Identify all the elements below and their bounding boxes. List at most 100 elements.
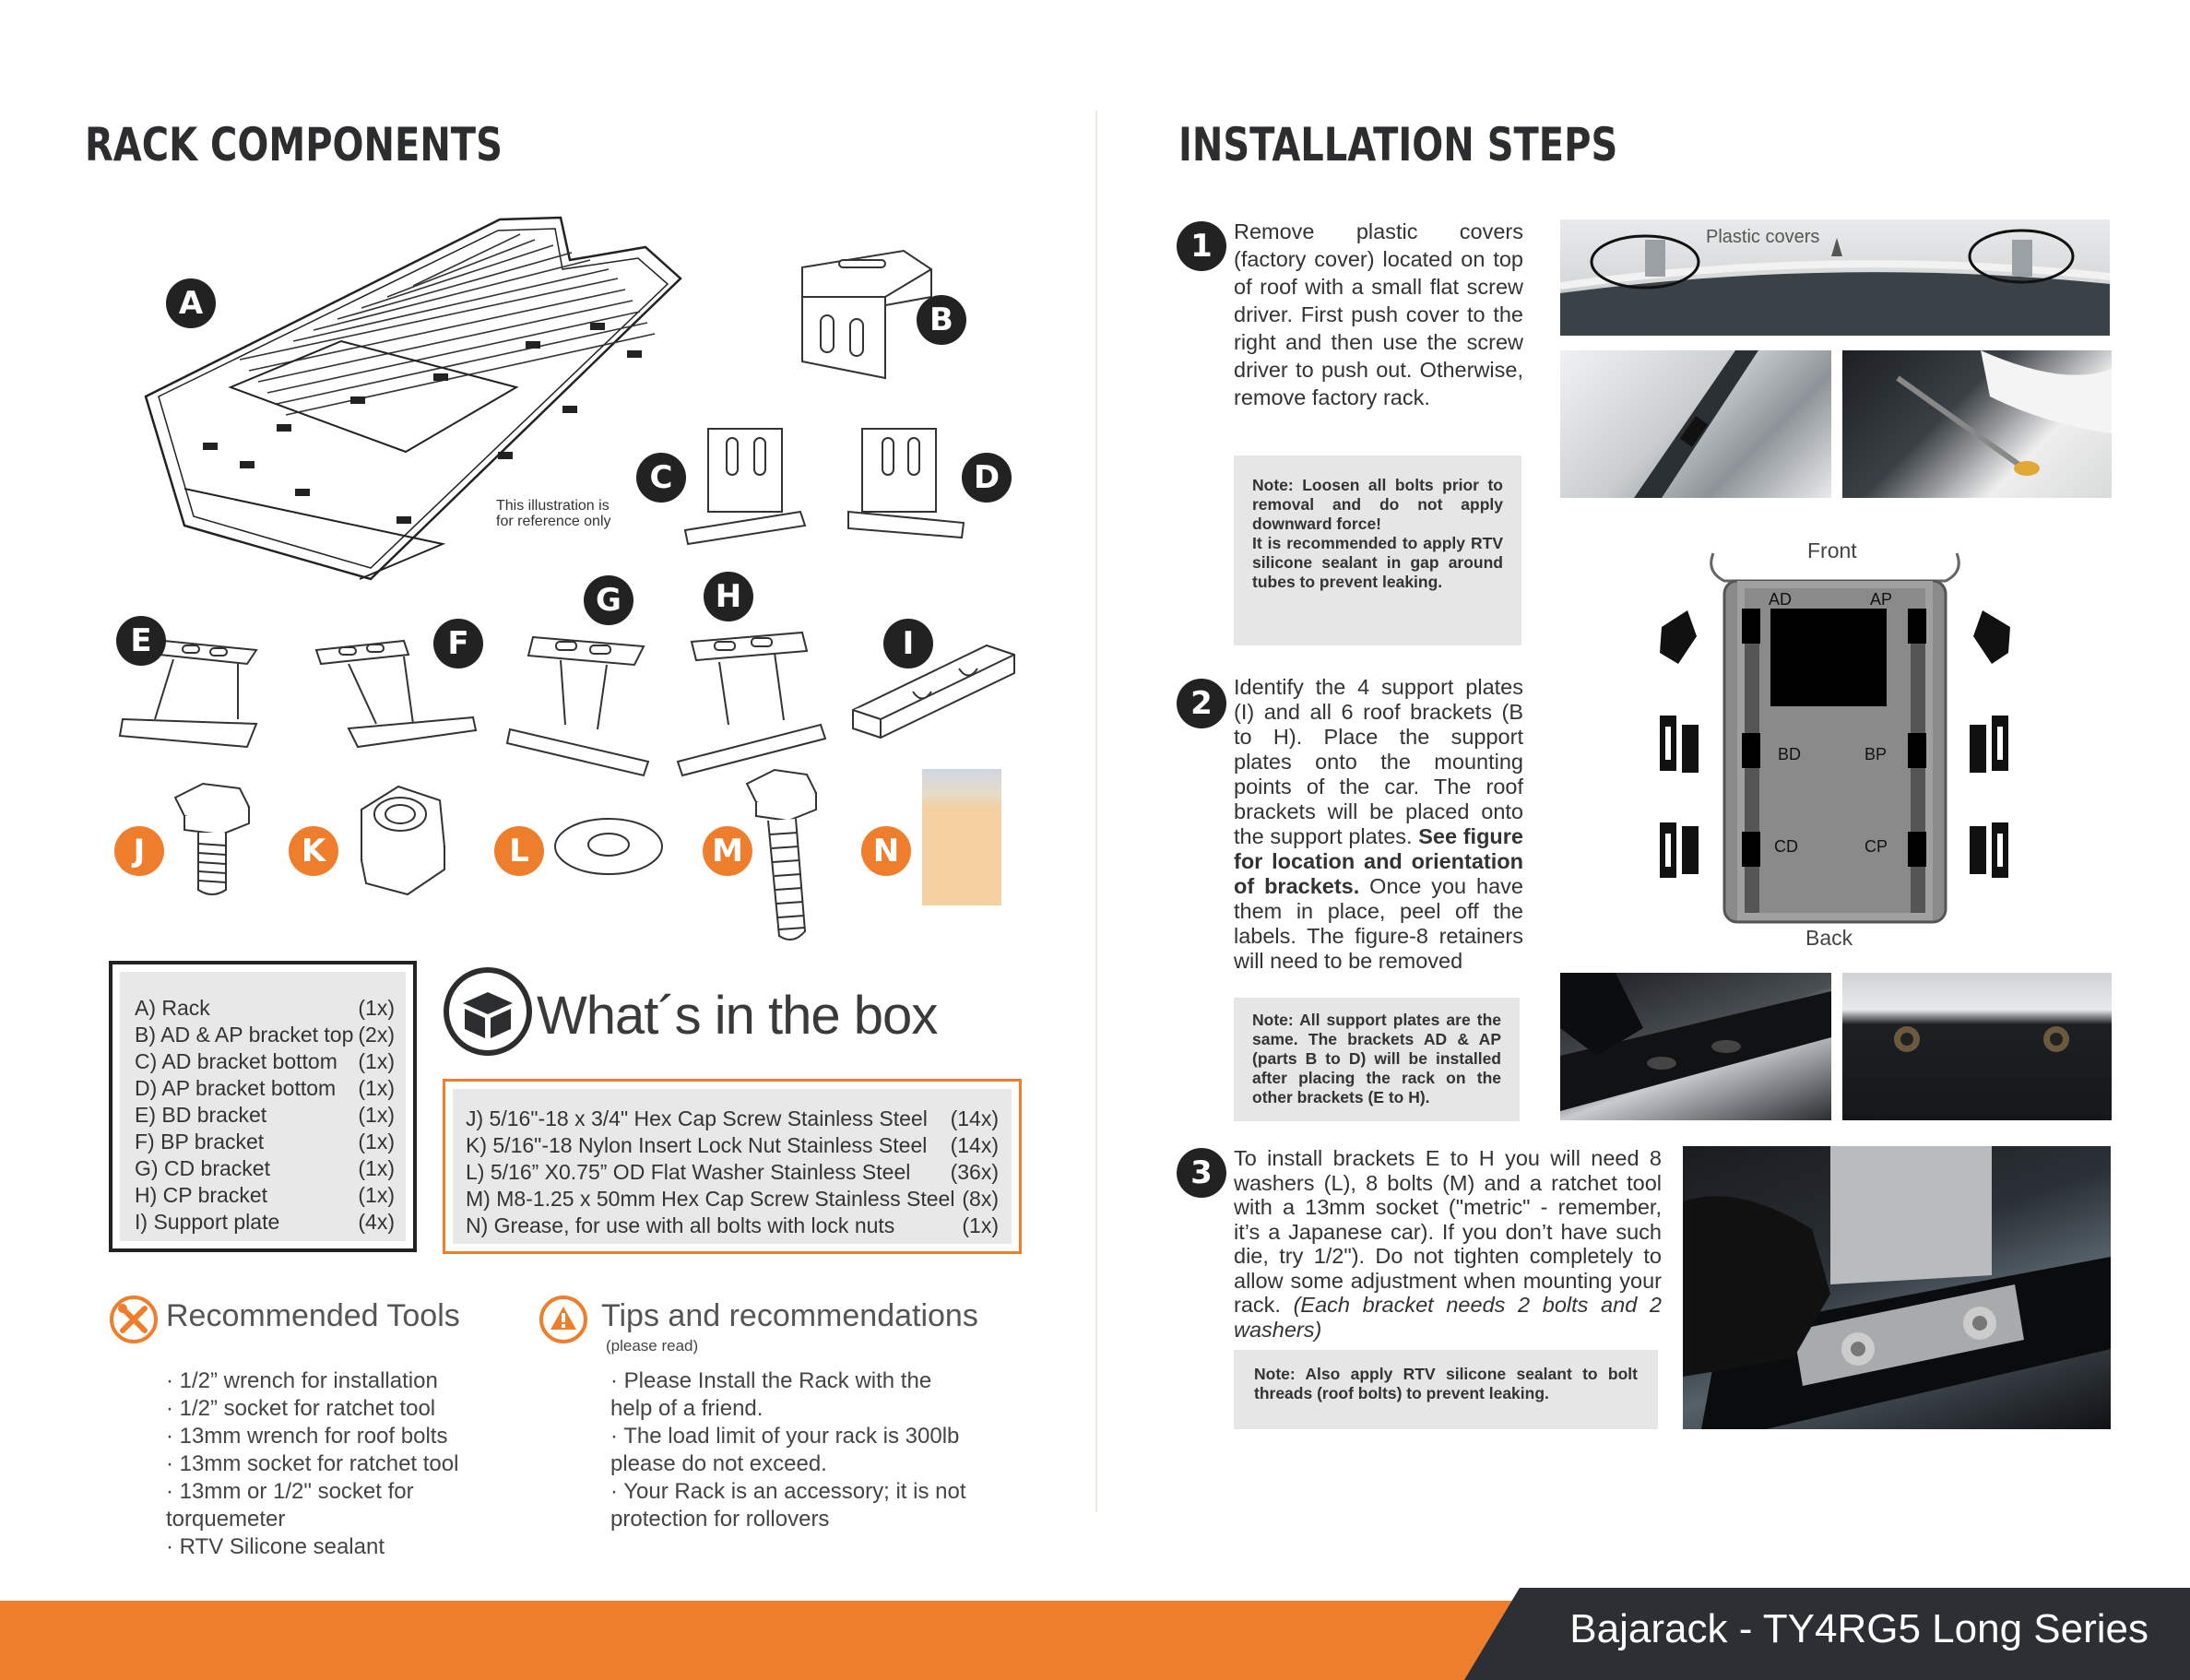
box-icon (444, 967, 532, 1056)
hardware-row: K) 5/16"-18 Nylon Insert Lock Nut Stainl… (466, 1133, 999, 1158)
bracket-b-illustration (801, 249, 932, 380)
step-1-note: Note: Loosen all bolts prior to removal … (1234, 455, 1521, 645)
footer-product-name: Bajarack - TY4RG5 Long Series (1569, 1606, 2149, 1651)
hardware-name: J) 5/16"-18 x 3/4" Hex Cap Screw Stainle… (466, 1106, 928, 1130)
bracket-h-illustration (676, 631, 827, 777)
footer-dark-panel (1464, 1588, 2190, 1680)
tools-list: · 1/2” wrench for installation · 1/2” so… (166, 1367, 498, 1561)
whats-in-the-box-title: What´s in the box (537, 986, 938, 1046)
component-name: A) Rack (135, 996, 210, 1020)
component-name: E) BD bracket (135, 1103, 267, 1127)
component-name: I) Support plate (135, 1210, 280, 1234)
diagram-back-label: Back (1805, 926, 1853, 950)
illustration-note-line1: This illustration is (496, 498, 610, 514)
component-qty: (1x) (358, 1156, 395, 1180)
tool-item: · 1/2” socket for ratchet tool (166, 1396, 436, 1421)
step-3-note: Note: Also apply RTV silicone sealant to… (1234, 1350, 1658, 1429)
hardware-row: N) Grease, for use with all bolts with l… (466, 1213, 999, 1238)
part-label-f: F (433, 619, 483, 668)
hardware-row: J) 5/16"-18 x 3/4" Hex Cap Screw Stainle… (466, 1106, 999, 1131)
bracket-g-illustration (505, 635, 650, 777)
support-plate-i-illustration (852, 644, 1015, 739)
bracket-e-illustration (118, 639, 258, 749)
component-row: D) AP bracket bottom(1x) (135, 1076, 395, 1101)
bracket-placement-diagram (1660, 552, 2010, 924)
step-3-badge: 3 (1177, 1148, 1226, 1198)
step-2-text: Identify the 4 support plates (I) and al… (1234, 675, 1523, 974)
component-name: D) AP bracket bottom (135, 1076, 337, 1100)
component-qty: (4x) (358, 1210, 395, 1234)
diagram-label-bd: BD (1778, 745, 1802, 763)
step-2-note-text: Note: All support plates are the same. T… (1252, 1011, 1501, 1106)
step-1-text: Remove plastic covers (factory cover) lo… (1234, 219, 1523, 409)
component-qty: (1x) (358, 1049, 395, 1073)
diagram-label-cp: CP (1864, 837, 1888, 856)
hardware-qty: (8x) (962, 1187, 999, 1211)
tips-list: · Please Install the Rack with the help … (610, 1367, 1007, 1533)
bracket-install-photo (1683, 1146, 2111, 1429)
tip-item: help of a friend. (610, 1396, 764, 1421)
component-name: G) CD bracket (135, 1156, 270, 1180)
part-label-h: H (704, 572, 753, 621)
component-row: C) AD bracket bottom(1x) (135, 1049, 395, 1074)
hardware-row: M) M8-1.25 x 50mm Hex Cap Screw Stainles… (466, 1187, 999, 1212)
cover-closeup-photo (1560, 350, 1831, 498)
hex-screw-j-illustration (173, 782, 251, 895)
tip-item: protection for rollovers (610, 1507, 830, 1532)
component-qty: (2x) (358, 1023, 395, 1047)
bracket-install-drawing (1683, 1146, 2111, 1429)
diagram-label-cd: CD (1774, 837, 1798, 856)
installation-steps-title: INSTALLATION STEPS (1178, 118, 1618, 172)
step-1-badge: 1 (1177, 221, 1226, 271)
warning-icon (539, 1295, 587, 1343)
rack-illustration (144, 216, 682, 581)
component-qty: (1x) (358, 996, 395, 1020)
tip-item: please do not exceed. (610, 1451, 827, 1476)
hardware-name: N) Grease, for use with all bolts with l… (466, 1213, 895, 1237)
support-plate-photo-1 (1560, 973, 1831, 1120)
component-row: I) Support plate (4x) (135, 1210, 395, 1235)
component-name: H) CP bracket (135, 1183, 268, 1207)
component-row: F) BP bracket(1x) (135, 1130, 395, 1154)
screwdriver-drawing (1896, 350, 2112, 476)
components-list-box: A) Rack (1x) B) AD & AP bracket top(2x) C… (109, 961, 417, 1252)
components-list: A) Rack (1x) B) AD & AP bracket top(2x) C… (120, 972, 406, 1241)
diagram-label-ap: AP (1870, 590, 1893, 609)
component-row: G) CD bracket (1x) (135, 1156, 395, 1181)
part-label-n: N (861, 826, 911, 876)
part-label-j: J (114, 826, 164, 876)
screwdriver-photo (1842, 350, 2112, 498)
step-2-text-b: Once you have them in place, peel off th… (1234, 874, 1523, 973)
component-name: F) BP bracket (135, 1130, 265, 1154)
step-3-text: To install brackets E to H you will need… (1234, 1146, 1662, 1342)
hex-screw-m-illustration (745, 768, 818, 941)
tip-item: · Please Install the Rack with the (610, 1368, 932, 1393)
component-qty: (1x) (358, 1103, 395, 1127)
part-label-l: L (494, 826, 544, 876)
cover-closeup-drawing (1634, 350, 1758, 498)
roof-covers-photo (1560, 219, 2110, 336)
support-plate-photo-2 (1842, 973, 2112, 1120)
tip-item: · Your Rack is an accessory; it is not (610, 1479, 966, 1504)
bracket-d-illustration (847, 428, 965, 539)
part-label-c: C (636, 453, 686, 503)
part-label-m: M (703, 826, 752, 876)
support-plate-drawing-2 (1894, 1026, 2069, 1052)
hardware-row: L) 5/16” X0.75” OD Flat Washer Stainless… (466, 1160, 999, 1185)
tool-item: · 13mm wrench for roof bolts (166, 1424, 448, 1449)
tool-item: torquemeter (166, 1507, 286, 1532)
component-name: B) AD & AP bracket top (135, 1023, 354, 1047)
step-1-note-b: It is recommended to apply RTV silicone … (1252, 534, 1503, 591)
page-divider (1095, 111, 1097, 1512)
step-2-text-bold: See figure for location and orientation … (1234, 824, 1523, 898)
tips-title: Tips and recommendations (601, 1298, 978, 1333)
lock-nut-k-illustration (361, 785, 446, 896)
step-2-note: Note: All support plates are the same. T… (1234, 998, 1520, 1121)
wrench-icon (110, 1295, 158, 1343)
rack-components-title: RACK COMPONENTS (85, 118, 503, 172)
part-label-d: D (962, 453, 1012, 503)
illustration-note-line2: for reference only (496, 514, 611, 529)
component-row: B) AD & AP bracket top(2x) (135, 1023, 395, 1047)
step-3-text-italic: (Each bracket needs 2 bolts and 2 washer… (1234, 1293, 1662, 1342)
hardware-name: M) M8-1.25 x 50mm Hex Cap Screw Stainles… (466, 1187, 955, 1211)
